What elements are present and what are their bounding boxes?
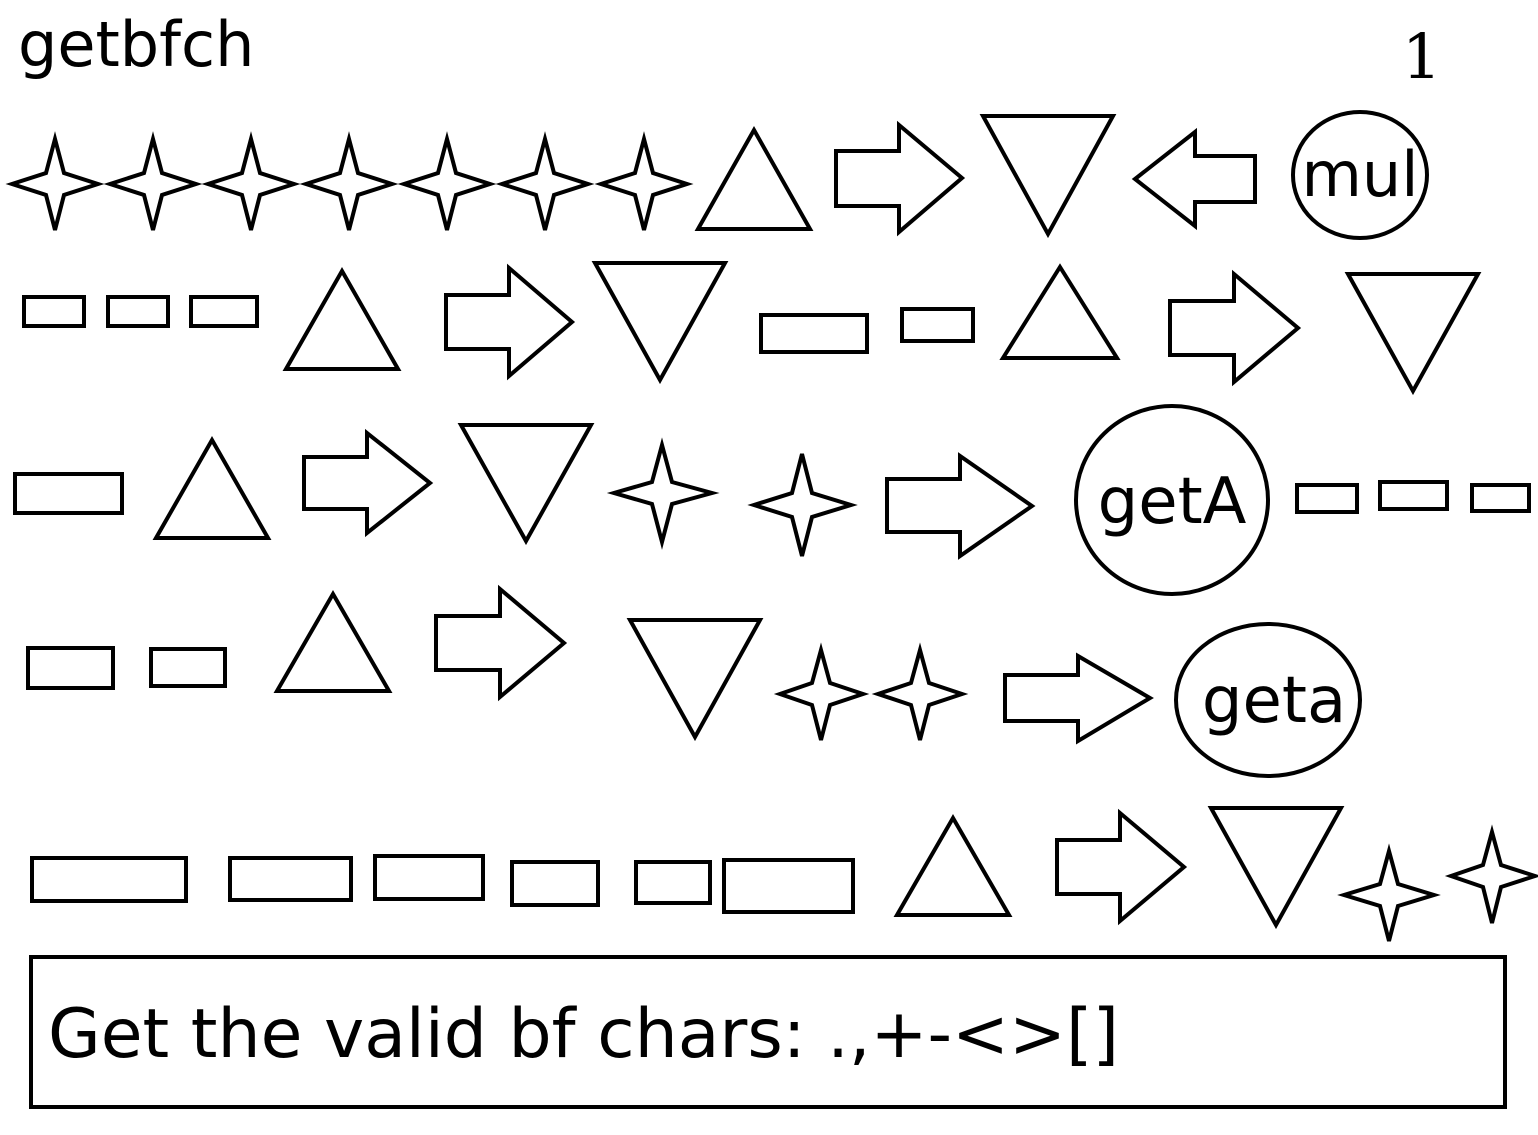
triangle-down-shape (591, 261, 729, 385)
star-shape (495, 131, 595, 231)
star-shape (606, 437, 720, 550)
triangle-down-shape (979, 114, 1117, 239)
star-shape (397, 131, 497, 231)
program-title: getbfch (18, 8, 254, 81)
triangle-up-shape (999, 263, 1121, 360)
star-shape (201, 131, 301, 231)
caption-text: Get the valid bf chars: .,+-<>[] (48, 995, 1119, 1074)
arrow-right-shape (1003, 652, 1154, 745)
arrow-right-shape (885, 452, 1036, 560)
triangle-up-shape (694, 125, 814, 231)
triangle-down-shape (1344, 272, 1482, 396)
page-number: 1 (1402, 20, 1441, 93)
triangle-up-shape (893, 813, 1013, 917)
caption-box: Get the valid bf chars: .,+-<>[] (29, 955, 1507, 1109)
call-label-getA: getA (1098, 465, 1247, 539)
rectangle-shape (106, 295, 170, 328)
triangle-up-shape (273, 589, 393, 693)
star-shape (103, 131, 203, 231)
call-geta: geta (1174, 622, 1362, 778)
triangle-down-shape (626, 618, 764, 742)
arrow-right-shape (434, 584, 568, 702)
arrow-left-shape (1131, 127, 1257, 231)
row-1: mul (5, 110, 1429, 240)
call-label-geta: geta (1202, 664, 1346, 738)
row-3: getA (13, 404, 1531, 596)
rectangle-shape (30, 856, 188, 903)
star-shape (871, 642, 969, 741)
row-2 (22, 261, 1482, 396)
call-circle (1174, 622, 1362, 778)
arrow-right-shape (834, 120, 966, 237)
star-shape (5, 131, 105, 231)
arrow-right-shape (1055, 808, 1188, 926)
call-label-mul: mul (1302, 138, 1419, 211)
rectangle-shape (149, 647, 227, 688)
rectangle-shape (189, 295, 259, 328)
call-mul: mul (1291, 110, 1429, 240)
rectangle-shape (228, 856, 353, 902)
triangle-down-shape (457, 423, 595, 546)
call-circle (1291, 110, 1429, 240)
rectangle-shape (722, 858, 855, 914)
rectangle-shape (22, 295, 86, 328)
rectangle-shape (1295, 483, 1359, 514)
rectangle-shape (759, 313, 869, 354)
arrow-right-shape (1168, 269, 1302, 387)
rectangle-shape (634, 860, 712, 905)
triangle-up-shape (282, 266, 402, 371)
star-shape (594, 131, 694, 231)
rectangle-shape (373, 854, 485, 901)
rectangle-shape (510, 860, 600, 907)
row-4: geta (26, 584, 1362, 778)
star-shape (299, 131, 399, 231)
rectangle-shape (26, 646, 115, 690)
arrow-right-shape (302, 428, 434, 538)
rectangle-shape (1378, 480, 1449, 511)
rectangle-shape (1470, 483, 1531, 513)
star-shape (1444, 824, 1538, 924)
call-getA: getA (1074, 404, 1270, 596)
arrow-right-shape (444, 263, 576, 381)
triangle-down-shape (1207, 806, 1345, 930)
star-shape (747, 453, 858, 557)
triangle-up-shape (152, 435, 272, 540)
row-5 (30, 806, 1538, 942)
caption-frame (29, 955, 1507, 1109)
rectangle-shape (13, 472, 124, 515)
rectangle-shape (900, 307, 975, 343)
call-circle (1074, 404, 1270, 596)
star-shape (1337, 843, 1441, 942)
star-shape (773, 642, 870, 741)
